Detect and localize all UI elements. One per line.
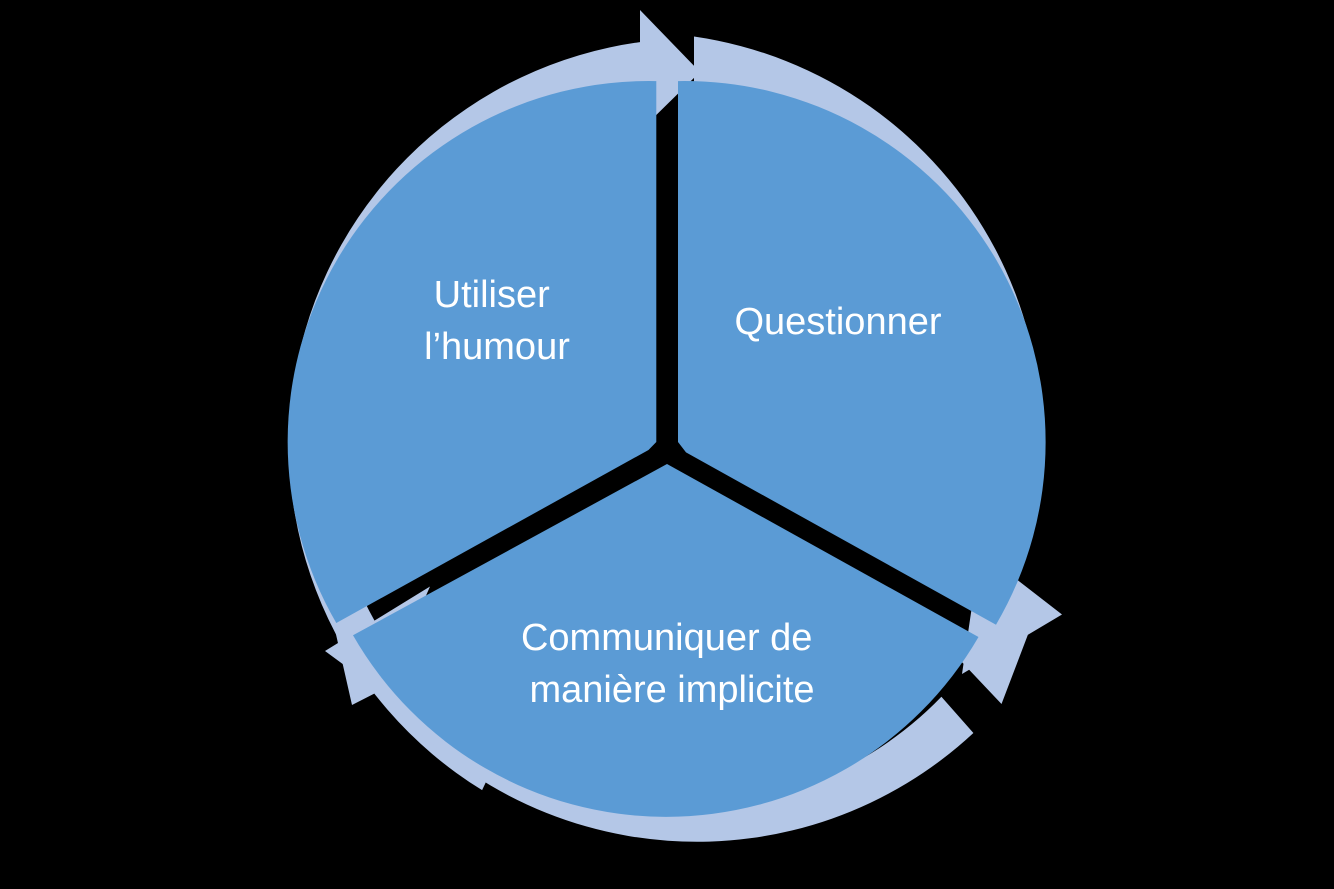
label-line: Communiquer de [521,617,812,659]
segment-communiquer-de-maniere-implicite-shape [353,464,979,817]
segment-communiquer-de-maniere-implicite[interactable] [353,464,979,817]
arrow-bottom-left-shaft [335,630,974,842]
segment-utiliser-l-humour-shape [287,81,657,623]
segment-label-communiquer-de-maniere-implicite: Communiquer de manière implicite [521,617,823,711]
segment-label-questionner: Questionner [734,301,941,343]
segment-questionner[interactable] [678,81,1046,625]
segment-label-group: Utiliser l’humour Questionner Communique… [424,274,942,711]
label-line: Utiliser [434,274,550,316]
segment-group [287,81,1046,817]
segment-label-utiliser-l-humour: Utiliser l’humour [424,274,570,368]
segment-questionner-shape [678,81,1046,625]
label-line: l’humour [424,326,570,368]
label-line: manière implicite [529,669,814,711]
label-line: Questionner [734,301,941,343]
segment-utiliser-l-humour[interactable] [287,81,657,623]
